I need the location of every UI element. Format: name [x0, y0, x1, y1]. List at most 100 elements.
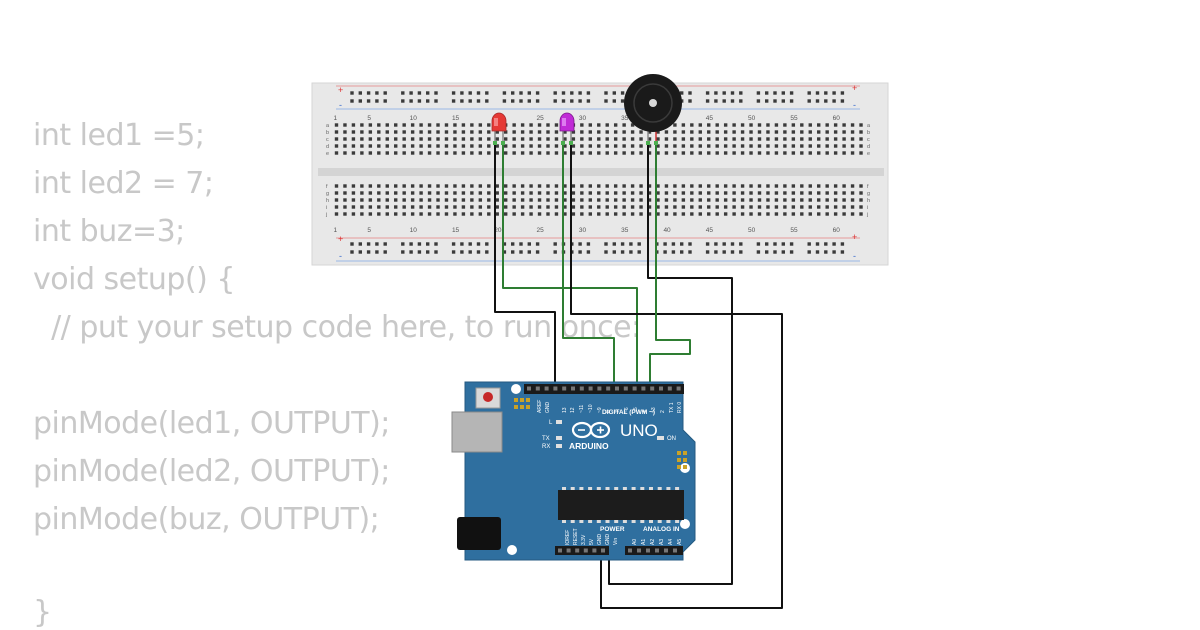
- rail-hole: [401, 91, 405, 95]
- breadboard-hole: [444, 205, 449, 209]
- power-pin-label: RESET: [573, 528, 579, 545]
- breadboard-hole: [402, 151, 406, 155]
- rail-hole: [460, 242, 464, 246]
- breadboard-hole: [673, 198, 677, 202]
- breadboard-hole: [622, 205, 626, 209]
- breadboard-hole: [402, 144, 406, 148]
- breadboard-hole: [444, 130, 449, 134]
- breadboard-hole: [453, 130, 457, 134]
- breadboard-hole: [690, 198, 694, 202]
- piezo-buzzer[interactable]: [624, 74, 682, 145]
- breadboard-hole: [723, 130, 728, 134]
- rail-hole: [350, 99, 354, 103]
- breadboard-hole: [520, 191, 525, 195]
- breadboard-hole: [478, 198, 483, 202]
- chip-pin: [562, 487, 566, 490]
- breadboard-hole: [461, 123, 466, 127]
- rail-hole: [604, 99, 608, 103]
- red-led[interactable]: [491, 112, 507, 145]
- breadboard-hole: [850, 184, 855, 188]
- breadboard-hole: [529, 123, 533, 127]
- rail-hole: [612, 242, 616, 246]
- rail-hole: [586, 250, 591, 254]
- rail-hole: [358, 99, 362, 103]
- analog-header: [625, 546, 683, 555]
- breadboard-hole: [487, 123, 491, 127]
- breadboard-hole: [800, 184, 804, 188]
- rail-hole: [383, 91, 387, 95]
- breadboard-hole: [444, 144, 449, 148]
- breadboard-hole: [622, 191, 626, 195]
- breadboard-hole: [757, 130, 762, 134]
- rail-hole: [705, 250, 710, 254]
- breadboard-hole: [613, 130, 618, 134]
- breadboard-hole: [487, 198, 491, 202]
- purple-led[interactable]: [559, 112, 575, 145]
- breadboard-hole: [808, 123, 812, 127]
- breadboard-hole: [537, 151, 542, 155]
- breadboard-hole: [504, 205, 508, 209]
- breadboard-hole: [563, 184, 567, 188]
- breadboard-hole: [681, 191, 686, 195]
- rail-hole: [604, 91, 608, 95]
- rail-hole: [485, 242, 489, 246]
- breadboard-hole: [859, 198, 863, 202]
- digital-pin-label: RX 0: [677, 402, 683, 413]
- rail-hole: [680, 91, 684, 95]
- breadboard-hole: [622, 151, 626, 155]
- chip-pin: [588, 520, 593, 523]
- breadboard-hole: [774, 212, 779, 216]
- breadboard-hole: [783, 212, 787, 216]
- breadboard-hole: [859, 123, 863, 127]
- breadboard-hole: [791, 137, 796, 141]
- rail-hole: [535, 91, 540, 95]
- breadboard-hole: [833, 205, 838, 209]
- breadboard-hole: [622, 130, 626, 134]
- code-line: pinMode(led2, OUTPUT);: [33, 454, 390, 489]
- breadboard-hole: [427, 123, 432, 127]
- breadboard-hole: [622, 144, 626, 148]
- rail-hole: [535, 99, 540, 103]
- rail-hole: [620, 250, 625, 254]
- rail-hole: [417, 242, 422, 246]
- rail-hole: [426, 250, 430, 254]
- breadboard-hole: [360, 184, 364, 188]
- breadboard-hole: [461, 212, 466, 216]
- breadboard-hole: [859, 130, 863, 134]
- led-body: [559, 112, 575, 132]
- breadboard-hole: [605, 191, 609, 195]
- breadboard-hole: [377, 123, 381, 127]
- breadboard-hole: [563, 144, 567, 148]
- breadboard-hole: [537, 123, 542, 127]
- rail-hole: [714, 99, 718, 103]
- rail-hole: [807, 250, 811, 254]
- rail-hole: [434, 250, 438, 254]
- breadboard-hole: [656, 130, 660, 134]
- breadboard-hole: [495, 137, 499, 141]
- breadboard-hole: [859, 151, 863, 155]
- header-pin: [544, 386, 549, 391]
- breadboard-hole: [546, 205, 550, 209]
- breadboard-hole: [385, 212, 389, 216]
- breadboard-hole: [783, 184, 787, 188]
- rail-hole: [722, 250, 726, 254]
- breadboard-hole: [597, 130, 601, 134]
- header-pin: [592, 548, 597, 553]
- breadboard-hole: [402, 123, 406, 127]
- code-line: int led1 =5;: [33, 118, 205, 153]
- breadboard-hole: [740, 130, 745, 134]
- breadboard-hole: [842, 137, 846, 141]
- breadboard-hole: [690, 191, 694, 195]
- rail-hole: [451, 91, 456, 95]
- rail-hole: [714, 242, 718, 246]
- breadboard-hole: [504, 191, 508, 195]
- breadboard-hole: [850, 151, 855, 155]
- breadboard-hole: [808, 191, 812, 195]
- breadboard-hole: [605, 130, 609, 134]
- breadboard-hole: [377, 205, 381, 209]
- rail-hole: [527, 91, 531, 95]
- breadboard-hole: [419, 151, 423, 155]
- breadboard-hole: [783, 130, 787, 134]
- reset-button[interactable]: [483, 392, 493, 402]
